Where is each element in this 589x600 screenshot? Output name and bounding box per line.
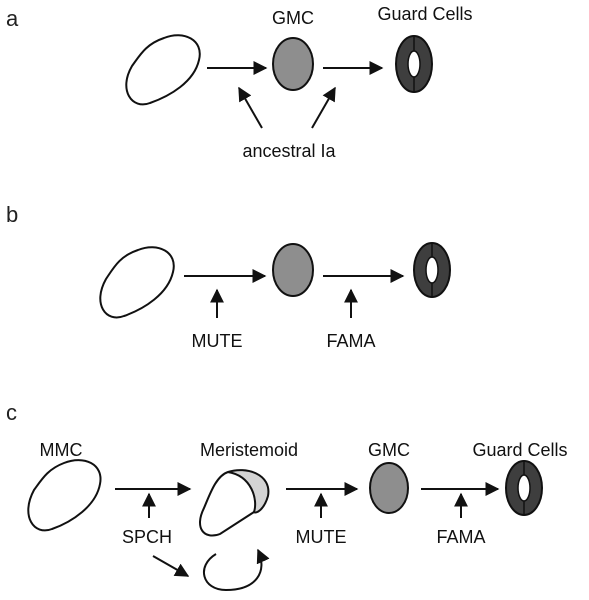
panel-b-gmc-cell — [272, 243, 314, 297]
panel-c-self-renewal-arrow — [203, 548, 270, 592]
panel-a-gmc-cell — [272, 37, 314, 91]
panel-c: c MMC Meristemoid GMC Guard Cells SPCH M… — [6, 400, 568, 592]
panel-c-regulator-3-label: FAMA — [436, 527, 485, 547]
panel-c-meristemoid-cell — [199, 469, 270, 537]
panel-a: a GMC Guard Cells ancestral Ia — [6, 4, 473, 161]
panel-b: b MUTE FAMA — [6, 202, 451, 351]
panel-a-regulator-arrow-2 — [311, 86, 336, 129]
panel-a-regulator-arrow-1 — [238, 86, 263, 129]
panel-b-guard-cells — [413, 242, 451, 298]
panel-c-regulator-2-label: MUTE — [296, 527, 347, 547]
panel-b-letter: b — [6, 202, 18, 227]
panel-c-regulator-1-label: SPCH — [122, 527, 172, 547]
panel-a-letter: a — [6, 6, 19, 31]
panel-c-mmc-label: MMC — [40, 440, 83, 460]
panel-c-guard-cells-label: Guard Cells — [472, 440, 567, 460]
panel-b-protodermal-cell — [99, 246, 175, 319]
panel-c-mmc-cell — [27, 459, 102, 532]
panel-a-guard-cells-label: Guard Cells — [377, 4, 472, 24]
panel-a-guard-cells — [395, 35, 433, 93]
panel-c-letter: c — [6, 400, 17, 425]
panel-a-gmc-label: GMC — [272, 8, 314, 28]
panel-c-gmc-label: GMC — [368, 440, 410, 460]
panel-b-regulator-2-label: FAMA — [326, 331, 375, 351]
panel-a-protodermal-cell — [125, 34, 201, 106]
panel-c-meristemoid-label: Meristemoid — [200, 440, 298, 460]
panel-b-regulator-1-label: MUTE — [192, 331, 243, 351]
panel-c-guard-cells — [505, 460, 543, 516]
panel-a-regulator-label: ancestral Ia — [242, 141, 336, 161]
panel-c-regulator-1-renewal-arrow — [152, 555, 190, 577]
panel-c-gmc-cell — [369, 462, 409, 514]
